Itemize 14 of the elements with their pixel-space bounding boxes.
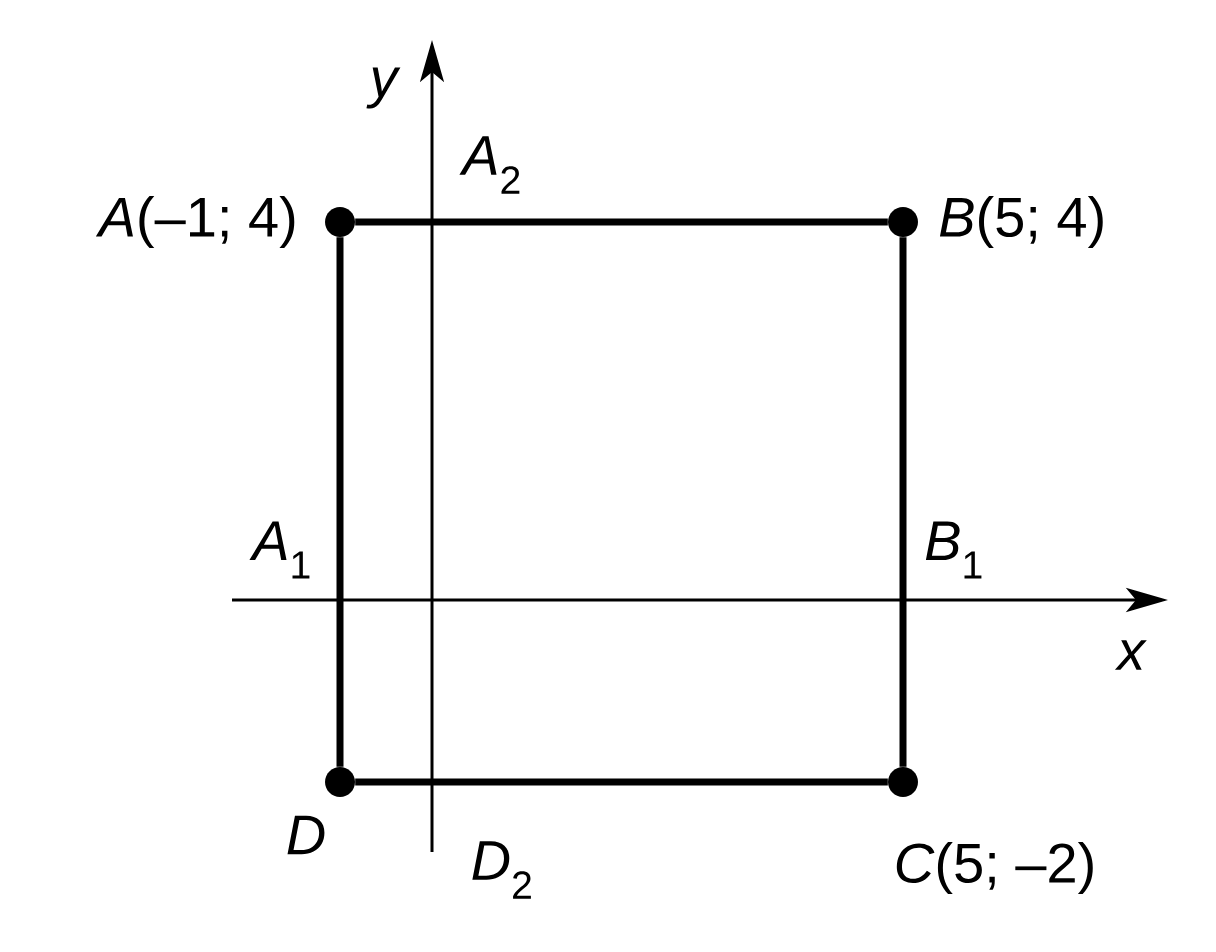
- vertex-label: D: [287, 815, 325, 855]
- vertex-label: A(–1; 4): [95, 195, 295, 249]
- vertex-dot: [888, 207, 918, 237]
- point-label: D$_{2}$: [472, 841, 531, 899]
- point-label: A$_{2}$: [459, 136, 520, 194]
- vertex-label: B(5; 4): [939, 195, 1103, 249]
- axis-label: x: [1114, 640, 1147, 670]
- axis-label: y: [366, 67, 401, 109]
- vertex-dot: [325, 207, 355, 237]
- point-label: B$_{1}$: [925, 521, 982, 579]
- point-label: A$_{1}$: [249, 521, 310, 579]
- vertex-dot: [888, 767, 918, 797]
- vertex-label: C(5; –2): [896, 841, 1093, 895]
- vertex-dot: [325, 767, 355, 797]
